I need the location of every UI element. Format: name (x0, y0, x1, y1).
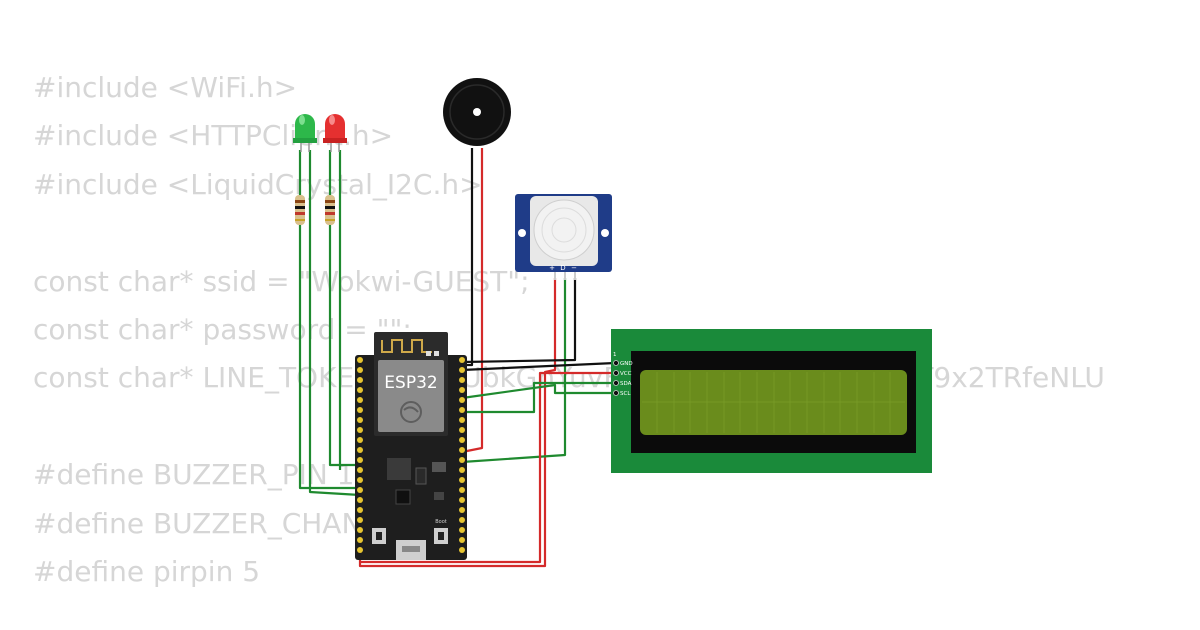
code-line: #include <LiquidCrystal_I2C.h> (33, 167, 483, 201)
code-line: const char* password = ""; (33, 312, 412, 346)
buzzer[interactable] (443, 78, 511, 146)
wire-lcd-scl[interactable] (461, 383, 615, 400)
lcd-pin1-label: 1 (613, 352, 617, 358)
code-line: #define pirpin 5 (33, 554, 261, 588)
wire-pir-data[interactable] (461, 278, 567, 464)
led-red[interactable] (323, 114, 347, 152)
wire-buzzer-gnd[interactable] (462, 148, 474, 367)
code-line: #include <HTTPClient.h> (33, 119, 394, 153)
lcd-pin-vcc-label: VCC (620, 371, 632, 377)
lcd-char-grid (642, 372, 905, 433)
lcd-display[interactable]: 1 GND VCC SDA SCL (611, 329, 932, 473)
boot-button-label: Boot (435, 519, 447, 525)
led-green[interactable] (293, 114, 317, 152)
lcd-pin-gnd-label: GND (620, 361, 633, 367)
code-line: #include <WiFi.h> (33, 71, 298, 104)
pir-pin-gnd-label: − (571, 264, 577, 272)
wire-buzzer-signal[interactable] (461, 148, 484, 454)
resistor-1[interactable] (295, 195, 305, 225)
esp32-board[interactable]: ESP32 Boot (355, 332, 467, 560)
pir-sensor[interactable]: + D − (515, 194, 612, 280)
pir-pin-vcc-label: + (549, 264, 555, 272)
resistor-2[interactable] (325, 195, 335, 225)
wires (298, 148, 616, 568)
wire-lcd-gnd[interactable] (461, 361, 616, 372)
code-line: #define BUZZER_PIN 18 (33, 458, 373, 492)
esp32-pins-left (357, 357, 363, 553)
wire-pir-gnd[interactable] (461, 278, 577, 364)
code-editor-text: #include <WiFi.h> #include <HTTPClient.h>… (33, 64, 1105, 596)
lcd-pin-pads (613, 360, 619, 396)
esp32-pins-right (459, 357, 465, 553)
wire-lcd-sda[interactable] (462, 381, 615, 414)
wire-lcd-vcc[interactable] (360, 371, 615, 564)
wire-green-led[interactable] (298, 150, 360, 490)
pir-pin-data-label: D (560, 264, 565, 272)
lcd-pin-scl-label: SCL (620, 391, 631, 397)
lcd-pin-sda-label: SDA (620, 381, 632, 387)
wire-green-led-gnd[interactable] (308, 150, 361, 497)
esp32-label: ESP32 (384, 373, 437, 393)
wire-red-led[interactable] (328, 150, 362, 467)
code-line: const char* ssid = "Wokwi-GUEST"; (33, 264, 530, 298)
